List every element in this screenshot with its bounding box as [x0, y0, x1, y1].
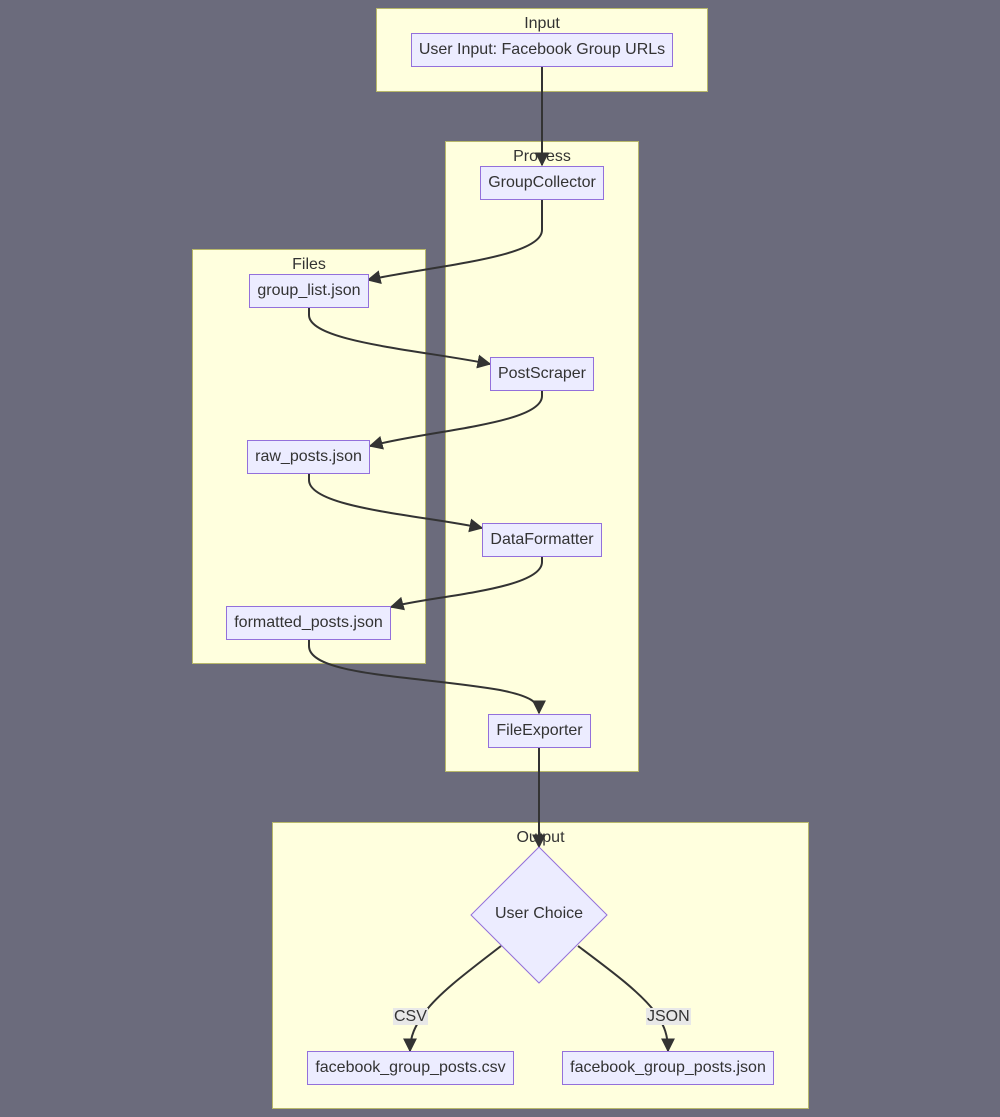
cluster-process: Process	[445, 141, 639, 772]
edge-label-csv: CSV	[393, 1008, 428, 1025]
edge-scraper-to-rawposts	[368, 390, 543, 450]
node-file-exporter: FileExporter	[488, 714, 591, 748]
node-csv-output: facebook_group_posts.csv	[307, 1051, 514, 1085]
edge-choice-to-json	[577, 945, 675, 1053]
node-group-list: group_list.json	[249, 274, 369, 308]
edge-formatter-to-formatted	[389, 556, 543, 611]
node-user-input: User Input: Facebook Group URLs	[411, 33, 673, 67]
node-raw-posts: raw_posts.json	[247, 440, 370, 474]
node-formatted-posts: formatted_posts.json	[226, 606, 391, 640]
cluster-input-title: Input	[524, 15, 560, 32]
node-group-collector: GroupCollector	[480, 166, 604, 200]
edge-formatted-to-exporter	[308, 639, 546, 715]
node-post-scraper: PostScraper	[490, 357, 594, 391]
user-choice-label: User Choice	[494, 905, 584, 922]
edge-grouplist-to-scraper	[308, 307, 492, 369]
cluster-files-title: Files	[292, 256, 326, 273]
node-data-formatter: DataFormatter	[482, 523, 602, 557]
edge-collector-to-grouplist	[366, 199, 543, 285]
node-json-output: facebook_group_posts.json	[562, 1051, 774, 1085]
decision-user-choice	[470, 846, 608, 984]
edge-rawposts-to-formatter	[308, 473, 484, 533]
edge-label-json: JSON	[646, 1008, 691, 1025]
edge-choice-to-csv	[403, 945, 502, 1053]
